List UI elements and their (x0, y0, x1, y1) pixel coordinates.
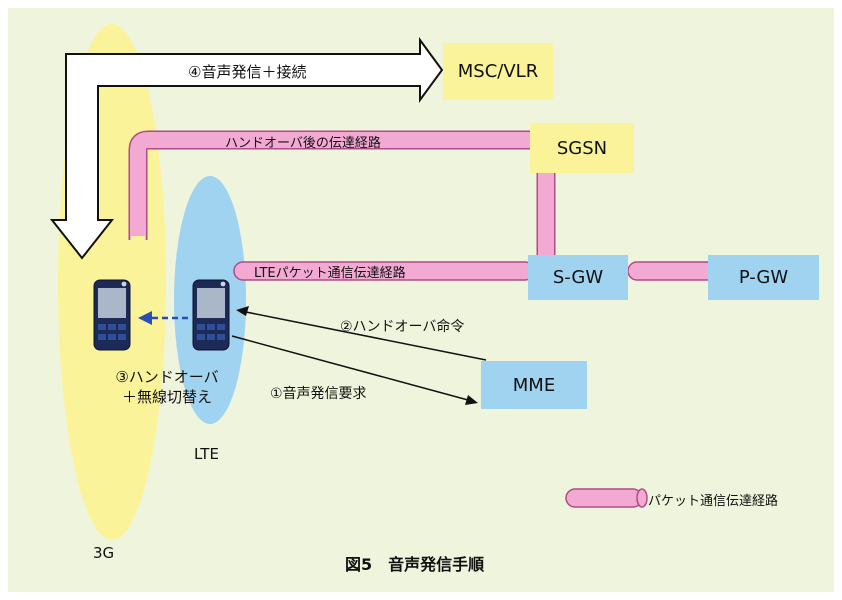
phone-icon-lte (193, 280, 229, 350)
legend-pipe-icon (566, 489, 642, 507)
node-sgsn: SGSN (530, 123, 634, 173)
node-msc-vlr: MSC/VLR (443, 43, 553, 100)
node-pgw: P-GW (708, 255, 819, 300)
step3-label-line2: ＋無線切替え (107, 386, 227, 407)
step4-label: ④音声発信＋接続 (188, 61, 306, 82)
step3-label-line1: ③ハンドオーバ (107, 366, 227, 387)
network-lte-label: LTE (194, 445, 219, 463)
phone-icon-3g (94, 280, 130, 350)
figure-caption: 図5 音声発信手順 (345, 551, 484, 575)
legend-label: パケット通信伝達経路 (648, 490, 778, 509)
lte-packet-path-label: LTEパケット通信伝達経路 (254, 262, 406, 281)
node-mme: MME (481, 361, 587, 409)
step1-label: ①音声発信要求 (270, 383, 367, 403)
step2-label: ②ハンドオーバ命令 (340, 316, 464, 336)
sgw-pgw-pipe (628, 262, 720, 280)
node-sgw: S-GW (528, 255, 628, 300)
network-3g-label: 3G (93, 544, 114, 562)
after-handover-path-label: ハンドオーバ後の伝達経路 (225, 132, 381, 151)
